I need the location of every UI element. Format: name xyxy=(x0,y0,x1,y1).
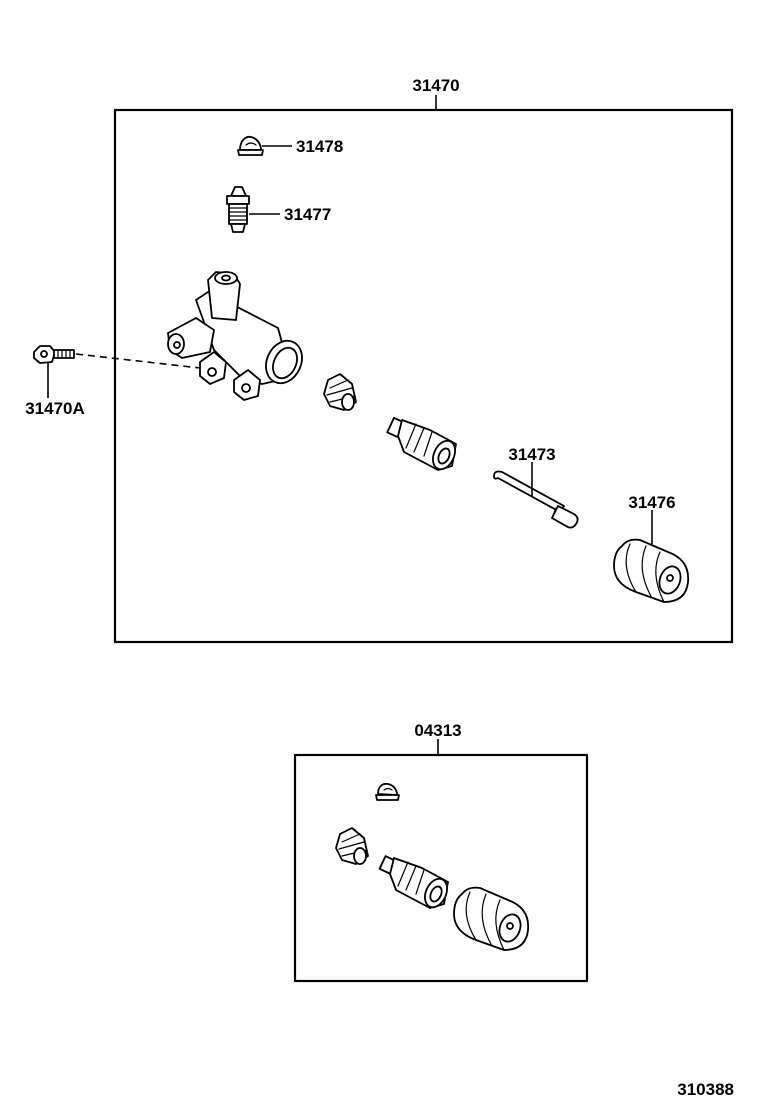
label-31470[interactable]: 31470 xyxy=(412,76,459,95)
boot-part[interactable] xyxy=(613,538,690,603)
assembly-frame xyxy=(113,108,734,644)
kit-piston-part[interactable] xyxy=(378,855,452,911)
nut-cap-part[interactable] xyxy=(237,135,264,156)
label-31470A[interactable]: 31470A xyxy=(25,399,85,418)
kit-boot-part[interactable] xyxy=(453,886,530,951)
kit-piston-cup-part[interactable] xyxy=(335,827,369,865)
label-31478[interactable]: 31478 xyxy=(296,137,343,156)
label-04313[interactable]: 04313 xyxy=(414,721,461,740)
label-31477[interactable]: 31477 xyxy=(284,205,331,224)
label-31473[interactable]: 31473 xyxy=(508,445,555,464)
kit-nut-cap-part[interactable] xyxy=(375,782,400,801)
bolt-part[interactable] xyxy=(33,345,75,364)
bolt-dashed-line xyxy=(75,353,201,369)
diagram-id: 310388 xyxy=(677,1080,734,1099)
piston-cup-part[interactable] xyxy=(323,373,357,411)
bleeder-plug-part[interactable] xyxy=(226,186,250,233)
label-31476[interactable]: 31476 xyxy=(628,493,675,512)
cylinder-body-part[interactable] xyxy=(167,271,309,401)
repair-kit-frame xyxy=(293,753,589,983)
piston-part[interactable] xyxy=(386,416,459,473)
push-rod-part[interactable] xyxy=(493,470,579,529)
